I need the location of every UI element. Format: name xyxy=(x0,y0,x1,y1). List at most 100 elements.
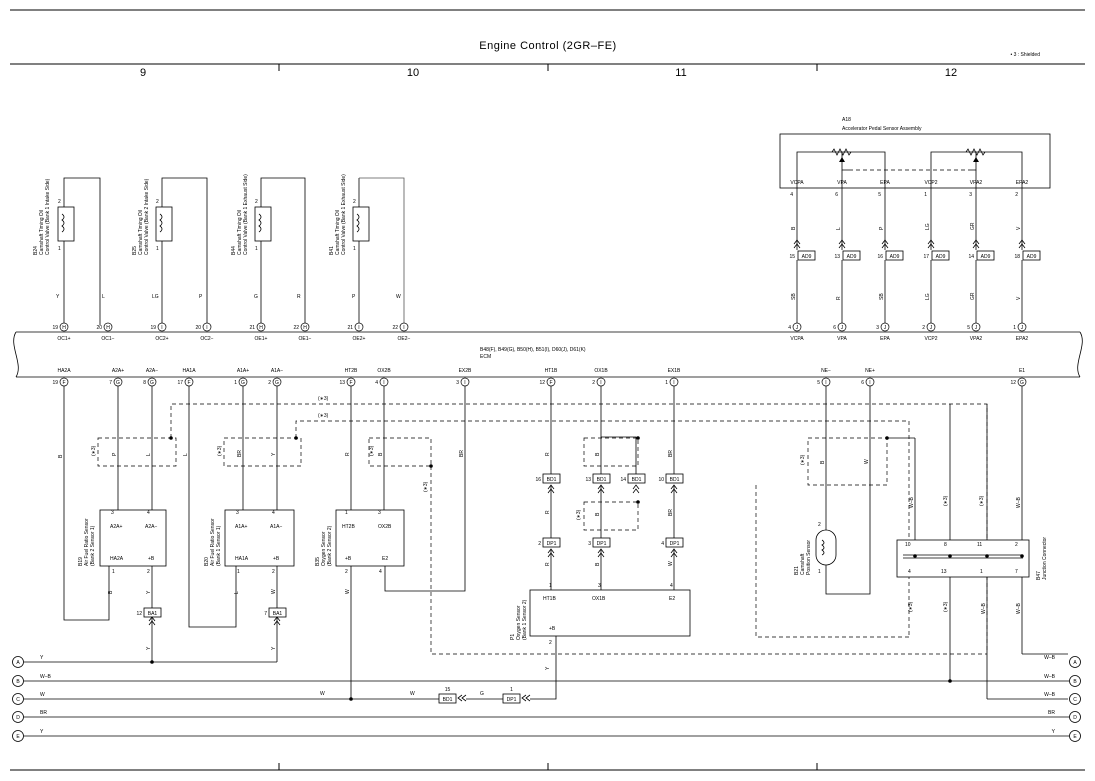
wire-color: Y xyxy=(56,294,60,300)
arrow-icon xyxy=(973,157,979,162)
ecm-pin-number: 12 xyxy=(1010,380,1016,386)
connector-bd1 xyxy=(627,473,646,484)
terminal-label: OX1B xyxy=(592,596,606,602)
connector-number: 15 xyxy=(789,254,795,260)
ecm-pin-number: 12 xyxy=(539,380,545,386)
ocv-wire xyxy=(63,177,101,325)
ecm-pin-name: OX1B xyxy=(594,368,608,374)
wire-color: B xyxy=(108,590,114,594)
ecm-pin-number: 4 xyxy=(788,325,791,331)
connector-bd1 xyxy=(438,693,457,704)
wire-color: P xyxy=(352,294,356,300)
ecm-pin-number: 5 xyxy=(967,325,970,331)
ecm-pin-conn: I xyxy=(358,325,359,331)
wire-color: P xyxy=(199,294,203,300)
ecm-pin-number: 22 xyxy=(293,325,299,331)
connector-chevron-icon xyxy=(1018,239,1026,249)
connector-name: DP1 xyxy=(547,541,557,547)
ecm-pin-number: 2 xyxy=(268,380,271,386)
wire-color: LG xyxy=(152,294,159,300)
connector-name: AD9 xyxy=(936,254,946,260)
wire-color: B xyxy=(595,452,601,456)
bus-letter: A xyxy=(1073,660,1077,666)
connector-name: BD1 xyxy=(597,477,607,483)
ecm-pin-conn: H xyxy=(303,325,307,331)
connector-name: DP1 xyxy=(670,541,680,547)
wire-color: B xyxy=(820,460,826,464)
terminal-label: E2 xyxy=(669,596,675,602)
column-number: 10 xyxy=(407,67,419,79)
terminal-label: HT2B xyxy=(342,524,355,530)
wire-color: W–B xyxy=(981,603,987,615)
ecm-pin-conn: I xyxy=(383,380,384,386)
terminal-label: A1A+ xyxy=(235,524,247,530)
connector-name: BD1 xyxy=(547,477,557,483)
sensor-box xyxy=(335,509,405,567)
pin-label: 7 xyxy=(1015,569,1018,575)
wire-color: W–B xyxy=(909,497,915,509)
accel-pin-number: 6 xyxy=(835,192,838,198)
connector-bd1 xyxy=(542,473,561,484)
ecm-pin-conn: G xyxy=(150,380,154,386)
ecm-pin-conn: G xyxy=(116,380,120,386)
wire-color: LG xyxy=(925,223,931,230)
wire-color: L xyxy=(102,294,105,300)
ecm-pin-conn: J xyxy=(841,325,844,331)
bus-letter: E xyxy=(1073,734,1077,740)
connector-number: 15 xyxy=(445,687,451,693)
accel-pin-number: 5 xyxy=(878,192,881,198)
ecm-pin-name: HA2A xyxy=(57,368,71,374)
ecm-pin-name: A2A− xyxy=(146,368,158,374)
lower-wire-colors: B P L L BR Y R B BR R B BR B W W–B W–B W… xyxy=(58,450,1022,670)
pin-label: 2 xyxy=(255,199,258,205)
connector-chevron-icon xyxy=(838,239,846,249)
bus-wire-color: W xyxy=(40,692,45,698)
bus-letter: A xyxy=(16,660,20,666)
coil-icon xyxy=(821,539,825,556)
bus-terminal-right xyxy=(1069,711,1081,723)
bus-letter: B xyxy=(16,679,20,685)
wire-color: L xyxy=(183,453,189,456)
wire-color: BR xyxy=(668,450,674,457)
ecm-pin-circle xyxy=(202,322,212,332)
wire-color: Y xyxy=(271,452,277,456)
shield-box xyxy=(583,437,639,467)
bus-wire-color: W xyxy=(320,691,325,697)
connector-bd1 xyxy=(665,473,684,484)
pin-label: 1 xyxy=(237,569,240,575)
pin-label: 3 xyxy=(378,510,381,516)
bus-letter: D xyxy=(1073,715,1077,721)
lower-wiring xyxy=(63,386,1068,700)
accel-pin-number: 4 xyxy=(790,192,793,198)
connector-number: 13 xyxy=(834,254,840,260)
wire-color: R xyxy=(545,562,551,566)
ecm-pin-number: 19 xyxy=(150,325,156,331)
shield-label: (∗3) xyxy=(369,445,375,456)
ecm-pin-conn: F xyxy=(349,380,352,386)
bus-wire-color: W–B xyxy=(40,674,52,680)
terminal-label: +B xyxy=(345,556,352,562)
wire-color: R xyxy=(345,452,351,456)
accel-pin-number: 3 xyxy=(969,192,972,198)
ecm-pin-number: 21 xyxy=(249,325,255,331)
resistor-icon xyxy=(965,148,986,156)
ecm-pin-conn: F xyxy=(549,380,552,386)
sensor-box xyxy=(99,509,167,567)
wire-color: Y xyxy=(271,646,277,650)
ecm-pin-name: EPA xyxy=(880,336,890,342)
ecm-pin-circle xyxy=(103,322,113,332)
sensor-label: Oxygen Sensor xyxy=(321,531,327,566)
wire-color: L xyxy=(836,227,842,230)
pin-label: 2 xyxy=(156,199,159,205)
connector-name: AD9 xyxy=(802,254,812,260)
ecm-pin-number: 5 xyxy=(817,380,820,386)
ecm-pin-name: VCPA xyxy=(790,336,804,342)
sensor-code: B19 xyxy=(78,557,84,566)
ecm-pin-conn: J xyxy=(1021,325,1024,331)
arrow-icon xyxy=(839,157,845,162)
ocv-coil-box xyxy=(155,206,173,242)
ecm-pin-name: A1A+ xyxy=(237,368,249,374)
connector-chevron-icon xyxy=(670,548,678,558)
ecm-pin-number: 20 xyxy=(195,325,201,331)
ecm-pin-conn: H xyxy=(106,325,110,331)
